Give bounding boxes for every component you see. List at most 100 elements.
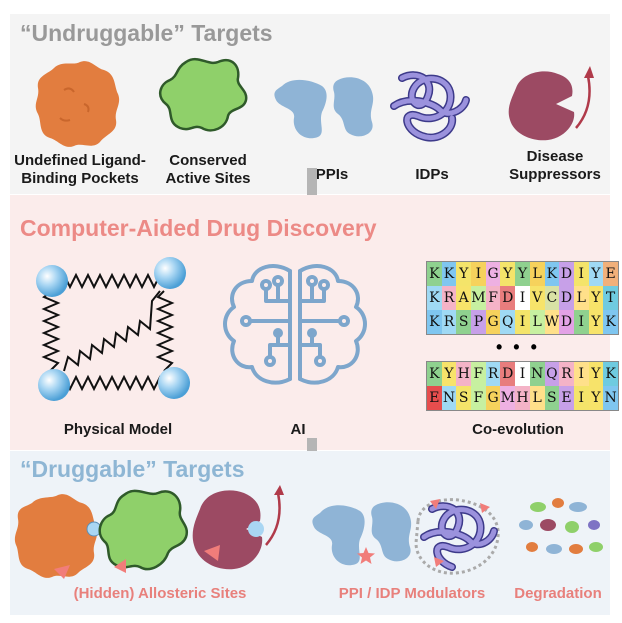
residue-cell: H xyxy=(515,386,530,410)
ppi-proteins-icon xyxy=(274,77,374,139)
orange-protein-with-ligand-icon xyxy=(14,494,102,579)
label-degradation: Degradation xyxy=(514,585,602,602)
disease-suppressor-protein-icon xyxy=(508,66,594,141)
residue-cell: F xyxy=(471,362,486,386)
residue-cell: I xyxy=(573,386,589,410)
label-physical-model: Physical Model xyxy=(63,421,173,438)
residue-cell: I xyxy=(515,286,530,310)
residue-cell: T xyxy=(603,286,618,310)
residue-cell: W xyxy=(544,310,560,334)
residue-cell: D xyxy=(559,286,574,310)
residue-cell: I xyxy=(573,310,589,334)
residue-cell: I xyxy=(515,362,530,386)
residue-cell: V xyxy=(529,286,545,310)
label-line: Conserved xyxy=(169,152,247,169)
residue-cell: N xyxy=(529,362,545,386)
druggable-section: “Druggable” Targets xyxy=(10,451,610,615)
residue-cell: I xyxy=(515,310,530,334)
residue-cell: R xyxy=(441,286,457,310)
degradation-fragments-icon xyxy=(519,498,603,554)
residue-cell: S xyxy=(456,386,472,410)
residue-cell: Y xyxy=(588,386,604,410)
label-line: Active Sites xyxy=(165,170,251,187)
idp-tangle-icon xyxy=(390,71,470,142)
residue-cell: P xyxy=(471,310,486,334)
green-protein-with-ligand-icon xyxy=(98,489,189,573)
residue-cell: K xyxy=(427,286,442,310)
residue-cell: N xyxy=(441,386,457,410)
residue-cell: I xyxy=(471,262,486,286)
idp-with-modulators-icon xyxy=(414,498,500,575)
conserved-active-site-protein-icon xyxy=(158,57,248,132)
label-ai: AI xyxy=(290,421,306,438)
maroon-protein-with-ligand-icon xyxy=(192,485,284,570)
druggable-title: “Druggable” Targets xyxy=(20,456,245,482)
residue-cell: C xyxy=(544,286,560,310)
ppi-with-modulator-star-icon xyxy=(312,502,412,566)
residue-cell: R xyxy=(485,362,501,386)
residue-cell: K xyxy=(427,262,442,286)
residue-cell: F xyxy=(471,386,486,410)
residue-cell: Y xyxy=(588,362,604,386)
label-line: Binding Pockets xyxy=(21,170,139,187)
residue-cell: K xyxy=(427,362,442,386)
residue-cell: D xyxy=(500,286,516,310)
residue-cell: K xyxy=(544,262,560,286)
residue-cell: S xyxy=(456,310,472,334)
residue-cell: M xyxy=(471,286,486,310)
residue-cell: D xyxy=(559,262,574,286)
residue-cell: I xyxy=(573,362,589,386)
residue-cell: G xyxy=(485,262,501,286)
residue-cell: N xyxy=(603,386,618,410)
undruggable-title: “Undruggable” Targets xyxy=(20,20,273,46)
sphere xyxy=(36,265,68,297)
residue-cell: G xyxy=(485,310,501,334)
residue-cell: D xyxy=(500,362,516,386)
residue-cell: K xyxy=(603,310,618,334)
residue-cell: K xyxy=(441,262,457,286)
residue-cell: L xyxy=(529,386,545,410)
residue-cell: Q xyxy=(544,362,560,386)
cadd-section: Computer-Aided Drug Discovery xyxy=(10,195,619,450)
residue-cell: S xyxy=(544,386,560,410)
residue-cell: K xyxy=(603,362,618,386)
residue-cell: L xyxy=(573,286,589,310)
residue-cell: K xyxy=(427,310,442,334)
label-ppis: PPIs xyxy=(315,166,349,183)
residue-cell: D xyxy=(559,310,574,334)
residue-cell: M xyxy=(500,386,516,410)
residue-cell: Y xyxy=(456,262,472,286)
residue-cell: E xyxy=(603,262,618,286)
label-disease-suppressors: Disease Suppressors xyxy=(500,148,610,184)
label-line: Disease xyxy=(526,148,584,165)
residue-cell: R xyxy=(559,362,574,386)
label-line: Undefined Ligand- xyxy=(14,152,146,169)
ai-brain-circuit-icon xyxy=(223,264,367,385)
undruggable-section: “Undruggable” Targets xyxy=(10,14,610,194)
residue-cell: H xyxy=(456,362,472,386)
residue-cell: A xyxy=(456,286,472,310)
residue-cell: F xyxy=(485,286,501,310)
residue-cell: E xyxy=(559,386,574,410)
residue-cell: L xyxy=(529,262,545,286)
residue-cell: Q xyxy=(500,310,516,334)
label-idps: IDPs xyxy=(415,166,449,183)
residue-cell: G xyxy=(485,386,501,410)
label-allosteric-sites: (Hidden) Allosteric Sites xyxy=(73,585,247,602)
physical-model-spring-network-icon xyxy=(36,257,190,401)
undefined-pocket-protein-icon xyxy=(35,61,120,147)
label-ppi-idp-modulators: PPI / IDP Modulators xyxy=(338,585,486,602)
label-line: Suppressors xyxy=(509,166,601,183)
cadd-title: Computer-Aided Drug Discovery xyxy=(20,215,377,241)
residue-cell: E xyxy=(427,386,442,410)
label-conserved-active-sites: Conserved Active Sites xyxy=(158,152,258,188)
residue-cell: I xyxy=(573,262,589,286)
residue-cell: Y xyxy=(515,262,530,286)
